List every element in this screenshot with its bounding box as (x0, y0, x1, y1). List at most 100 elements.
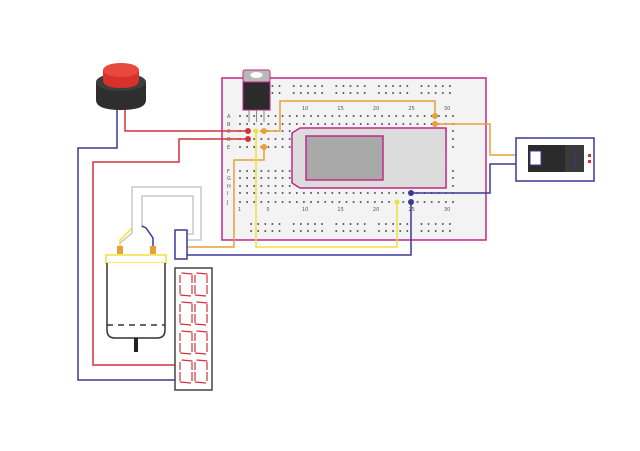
hole (288, 201, 291, 203)
hole (239, 192, 241, 194)
hole (250, 230, 253, 232)
hole (402, 123, 405, 125)
hole (452, 115, 454, 117)
hole (392, 85, 395, 87)
hole (274, 138, 277, 140)
motor-connector (174, 229, 188, 260)
hole (281, 170, 284, 172)
hole (267, 201, 270, 203)
hole (373, 115, 376, 117)
hole (288, 170, 291, 172)
hole (356, 230, 359, 232)
hole (366, 201, 369, 203)
hole (356, 223, 359, 225)
motor-lead-yellow (119, 227, 133, 248)
hole (321, 230, 324, 232)
hole (267, 177, 270, 179)
hole (399, 230, 402, 232)
hole (239, 185, 241, 187)
hole (420, 85, 423, 87)
push-button (96, 63, 146, 110)
hole (288, 177, 291, 179)
wire-red-button (124, 108, 248, 132)
hole (306, 92, 309, 94)
hole (246, 123, 249, 125)
hole (342, 85, 345, 87)
hole (267, 192, 270, 194)
hole (392, 92, 395, 94)
hole (427, 230, 430, 232)
hole (381, 192, 383, 194)
segment-digit (179, 272, 193, 297)
hole (427, 223, 430, 225)
hole (452, 185, 454, 187)
row-label: H (227, 184, 231, 190)
hole (260, 201, 263, 203)
wire-blue-button (77, 108, 175, 381)
hole (281, 115, 284, 117)
hole (292, 223, 295, 225)
hole (452, 170, 454, 172)
hole (356, 85, 359, 87)
hole (274, 177, 277, 179)
hole (302, 192, 305, 194)
wire-blue-connector (187, 203, 412, 256)
hole (416, 115, 419, 117)
hole (314, 85, 316, 87)
hole (288, 192, 291, 194)
hole (441, 92, 444, 94)
column-label: 10 (302, 106, 308, 112)
hole (267, 185, 270, 187)
voltage-regulator (242, 69, 271, 122)
hole (363, 223, 366, 225)
hole (437, 115, 440, 117)
hole (288, 138, 291, 140)
wire-orange-jack (435, 123, 530, 156)
hole (352, 123, 355, 125)
row-label: G (227, 176, 231, 182)
hole (278, 92, 281, 94)
hole (299, 230, 302, 232)
hole (310, 115, 312, 117)
hole (288, 123, 291, 125)
hole (388, 201, 391, 203)
hole (260, 115, 263, 117)
hole (441, 230, 444, 232)
wire-red-display (92, 138, 248, 366)
hole (366, 123, 369, 125)
hole (302, 115, 305, 117)
hole (302, 123, 305, 125)
hole (452, 201, 454, 203)
hole (250, 223, 253, 225)
hole (331, 115, 334, 117)
hole (416, 201, 419, 203)
hole (437, 201, 440, 203)
wire-blue-jack (411, 163, 530, 194)
motor-lead-blue (141, 225, 154, 248)
hole (423, 123, 426, 125)
hole (246, 177, 249, 179)
hole (274, 115, 277, 117)
hole (452, 177, 454, 179)
hole (324, 201, 327, 203)
hole (434, 223, 437, 225)
hole (253, 177, 256, 179)
hole (278, 230, 281, 232)
hole (310, 123, 312, 125)
hole (434, 230, 437, 232)
hole (427, 92, 430, 94)
hole (338, 123, 341, 125)
hole (288, 146, 291, 148)
hole (377, 85, 380, 87)
segment-digit (194, 359, 208, 384)
hole (377, 92, 380, 94)
hole (288, 185, 291, 187)
row-label: I (227, 191, 228, 197)
hole (441, 85, 444, 87)
hole (395, 115, 398, 117)
hole (345, 123, 348, 125)
hole (271, 85, 274, 87)
hole (306, 223, 309, 225)
hole (314, 92, 316, 94)
